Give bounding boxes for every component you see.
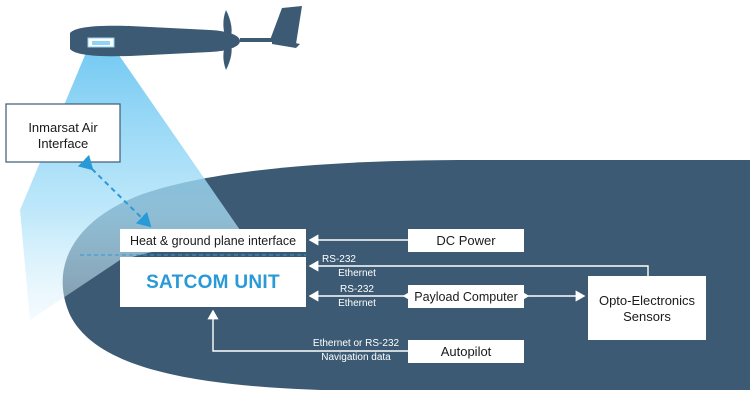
dc-power-label: DC Power	[436, 233, 496, 248]
payload-computer-box: Payload Computer	[408, 285, 524, 308]
nav-line2: Navigation data	[321, 352, 391, 363]
ethernet-top: Ethernet	[338, 268, 376, 279]
fuselage-body	[62, 160, 750, 390]
air-interface-line2: Interface	[38, 136, 89, 151]
autopilot-arrow	[207, 309, 408, 352]
dc-power-box: DC Power	[408, 229, 524, 252]
ethernet-mid: Ethernet	[338, 298, 376, 309]
opto-line2: Sensors	[623, 309, 671, 324]
air-interface-box: Inmarsat Air Interface	[5, 103, 121, 163]
nav-line1: Ethernet or RS-232	[313, 338, 400, 349]
heat-ground-label: Heat & ground plane interface	[130, 234, 296, 248]
air-link-arrow	[77, 154, 152, 228]
opto-line1: Opto-Electronics	[599, 293, 696, 308]
autopilot-label: Autopilot	[441, 344, 492, 359]
heat-ground-box: Heat & ground plane interface	[120, 229, 306, 252]
satcom-label: SATCOM UNIT	[146, 272, 280, 293]
air-interface-line1: Inmarsat Air	[28, 120, 98, 135]
rs232-top: RS-232	[322, 254, 356, 265]
satcom-unit-box: SATCOM UNIT	[120, 257, 306, 307]
rs232-mid: RS-232	[340, 284, 374, 295]
opto-electronics-box: Opto-Electronics Sensors	[588, 276, 706, 340]
payload-computer-label: Payload Computer	[414, 290, 518, 304]
autopilot-box: Autopilot	[408, 340, 524, 363]
propeller-icon	[223, 10, 272, 70]
aircraft-icon	[70, 6, 302, 70]
